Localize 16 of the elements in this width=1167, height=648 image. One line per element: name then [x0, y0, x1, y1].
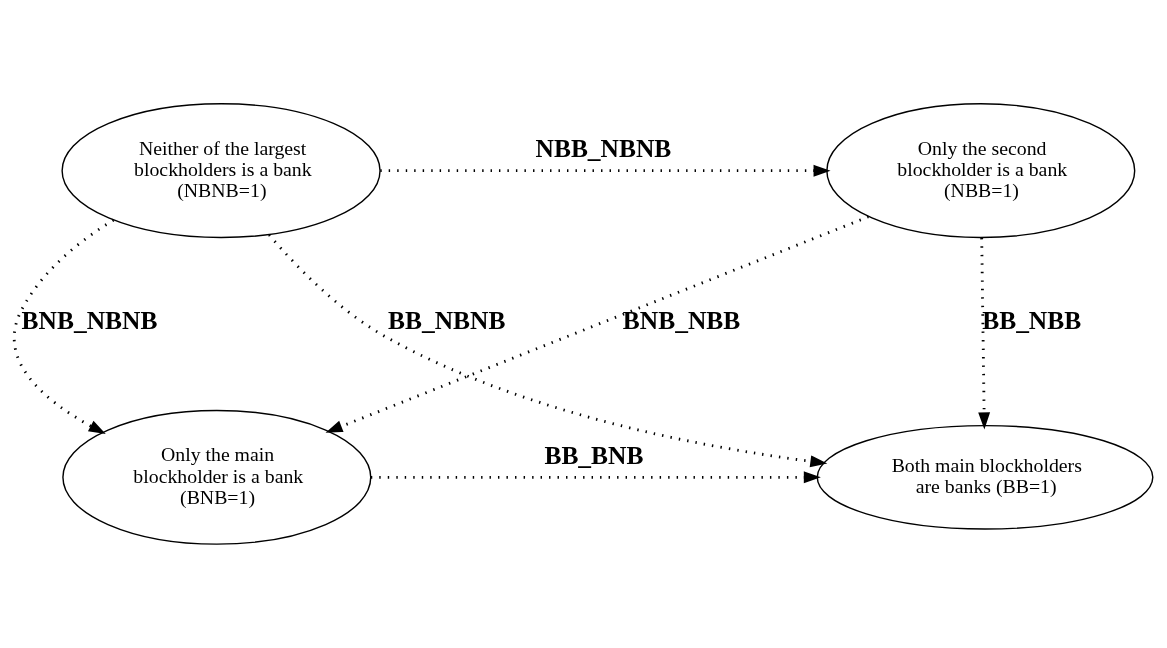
- arrow: [325, 215, 869, 433]
- arrow: [370, 471, 821, 484]
- node-ellipse: Only the second blockholder is a bank (NBB=1): [826, 103, 1136, 239]
- node-ellipse: Only the main blockholder is a bank (BNB=1): [62, 409, 372, 545]
- edge-label: BB_BNB: [544, 440, 644, 470]
- arrow: [268, 233, 828, 468]
- node-ellipse: Both main blockholders are banks (BB=1): [816, 424, 1154, 530]
- arrow: [978, 238, 991, 430]
- edge-label: NBB_NBNB: [535, 134, 672, 164]
- arrow: [13, 218, 115, 435]
- edge-label: BNB_NBNB: [21, 305, 158, 335]
- edge-label: BB_NBB: [982, 305, 1082, 335]
- edge-label: BB_NBNB: [388, 305, 506, 335]
- edge-label: BNB_NBB: [622, 305, 741, 335]
- arrow: [380, 164, 831, 177]
- node-ellipse: Neither of the largest blockholders is a bank (NBNB=1): [61, 103, 381, 239]
